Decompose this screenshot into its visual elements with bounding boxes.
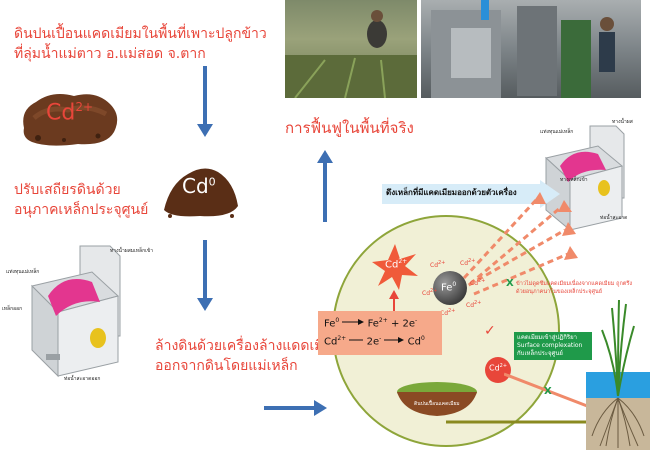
cd-small-3-sup: 2+ — [478, 278, 486, 284]
rxn1-fe2: Fe — [367, 318, 379, 330]
surface-complexation-box: แคดเมียมเข้าสู่ปฏิกิริยา Surface complex… — [514, 332, 592, 360]
step1-line2: ที่ลุ่มน้ำแม่ตาว อ.แม่สอด จ.ตาก — [14, 46, 206, 62]
step2-title: ปรับเสถียรดินด้วย อนุภาคเหล็กประจุศูนย์ — [14, 180, 148, 220]
step2-line2: อนุภาคเหล็กประจุศูนย์ — [14, 202, 149, 218]
reaction-box: Fe0 Fe2+ + 2e- Cd2+ 2e- Cd0 — [318, 311, 442, 355]
rxn2-arrow — [384, 336, 405, 347]
arrow-down-1 — [197, 66, 213, 137]
cd-small-6-text: Cd — [466, 302, 474, 309]
cd-small-1: Cd2+ — [430, 260, 445, 269]
cd-zero-label: Cd0 — [182, 174, 216, 198]
reaction-1: Fe0 Fe2+ + 2e- — [324, 317, 417, 329]
capture-label: ดึงเหล็กที่มีแคดเมียมออกด้วยตัวเครื่อง — [386, 188, 517, 197]
fe-sphere-text: Fe — [441, 282, 453, 294]
cd-ion-text: Cd — [46, 100, 76, 126]
step1-line1: ดินปนเปื้อนแคดเมียมในพื้นที่เพาะปลูกข้าว — [14, 26, 267, 42]
rxn2-plus-arrow — [349, 336, 364, 347]
step3-line2: ออกจากดินโดยแม่เหล็ก — [155, 358, 298, 374]
cd-bubble-label: Cd2+ — [489, 363, 507, 373]
cd-small-1-sup: 2+ — [438, 260, 446, 266]
cd-star-label: Cd2+ — [385, 258, 407, 270]
field-photo — [285, 0, 417, 98]
fe-sphere — [433, 271, 467, 305]
cd-bubble — [485, 357, 511, 383]
cd-small-3-text: Cd — [470, 280, 478, 287]
rxn2-cd2-sup: 2+ — [337, 335, 347, 342]
step3-line1: ล้างดินด้วยเครื่องล้างแดดเมียม — [155, 338, 341, 354]
machine-left-inlet-label: ทางน้ำผสมเหล็กเข้า — [110, 248, 154, 254]
cd-small-3: Cd2+ — [470, 278, 485, 287]
machine-right-top-label: ทางน้ำผส — [612, 119, 633, 125]
machine-right-out-label: ท่อน้ำสะอาด — [600, 215, 628, 221]
arrow-up — [317, 150, 333, 222]
reaction-2: Cd2+ 2e- Cd0 — [324, 335, 425, 347]
cd-zero-text: Cd — [182, 174, 209, 198]
x-note: ข้าวไม่ดูดซึมแคดเมียมเนื่องจากแคดเมียม ถ… — [516, 281, 633, 295]
cd-bubble-sup: 2+ — [499, 363, 508, 369]
rxn2-e-sup: - — [379, 335, 382, 342]
cd-small-5-text: Cd — [440, 310, 448, 317]
cd-small-5-sup: 2+ — [448, 308, 456, 314]
cd-star-sup: 2+ — [398, 258, 408, 265]
step1-title: ดินปนเปื้อนแคดเมียมในพื้นที่เพาะปลูกข้าว… — [14, 24, 267, 64]
rice-plant — [586, 299, 650, 450]
rxn1-e: + 2e — [390, 318, 416, 330]
cd-zero-sup: 0 — [208, 175, 216, 189]
cd-small-1-text: Cd — [430, 262, 438, 269]
cd-small-4: Cd2+ — [422, 288, 437, 297]
rxn2-cd2: Cd — [324, 336, 338, 348]
step2-line1: ปรับเสถียรดินด้วย — [14, 182, 121, 198]
magnetic-washer-machine-left — [2, 226, 152, 396]
dashed-arrows — [459, 192, 578, 296]
machine-left-out-label: เหล็กออก — [2, 306, 23, 312]
cd-small-2-text: Cd — [460, 260, 468, 267]
machine-photo — [421, 0, 641, 98]
cd-small-6-sup: 2+ — [474, 300, 482, 306]
treated-soil-illustration — [160, 158, 242, 220]
cd-ion-label: Cd2+ — [46, 100, 93, 125]
fe-sphere-label: Fe0 — [441, 281, 456, 293]
cd-small-4-sup: 2+ — [430, 288, 438, 294]
capture-arrow — [382, 180, 560, 208]
rxn1-arrow — [342, 318, 365, 329]
soil-chunk — [397, 382, 477, 416]
cd-small-4-text: Cd — [422, 290, 430, 297]
fe-sphere-sup: 0 — [452, 281, 457, 288]
cd-small-6: Cd2+ — [466, 300, 481, 309]
rxn2-cd0: Cd — [407, 336, 421, 348]
rxn1-fe0: Fe — [324, 318, 336, 330]
restore-title: การฟื้นฟูในพื้นที่จริง — [285, 119, 414, 137]
rxn2-e: 2e — [366, 336, 380, 348]
cd-ion-charge: 2+ — [75, 100, 94, 114]
cd-small-2: Cd2+ — [460, 258, 475, 267]
rxn2-cd0-sup: 0 — [420, 335, 425, 342]
machine-left-magnet-label: แท่งทุนแม่เหล็ก — [6, 269, 40, 275]
rxn1-e-sup: - — [415, 317, 418, 324]
x-mark-bottom: X — [544, 386, 552, 397]
soil-chunk-label: ดินปนเปื้อนแคดเมียม — [414, 401, 460, 407]
check-mark: ✓ — [484, 323, 496, 339]
cd-small-5: Cd2+ — [440, 308, 455, 317]
cd-star — [372, 244, 418, 290]
rxn1-fe0-sup: 0 — [335, 317, 340, 324]
cd-bubble-text: Cd — [489, 363, 500, 373]
contaminated-soil-illustration — [18, 88, 123, 148]
machine-right-magnet-label: แท่งทุนแม่เหล็ก — [540, 129, 574, 135]
arrow-down-2 — [197, 240, 213, 311]
cd-small-2-sup: 2+ — [468, 258, 476, 264]
green-line2: Surface complexation — [517, 342, 583, 349]
arrow-right-bottom — [264, 400, 327, 416]
cd-star-text: Cd — [385, 259, 399, 271]
green-line1: แคดเมียมเข้าสู่ปฏิกิริยา — [517, 334, 578, 341]
rxn1-fe2-sup: 2+ — [378, 317, 388, 324]
machine-left-bottom-label: ท่อน้ำสะอาดออก — [64, 376, 101, 382]
green-line3: กับเหล็กประจุศูนย์ — [517, 350, 563, 357]
x-mark-top: X — [506, 278, 514, 289]
step3-title: ล้างดินด้วยเครื่องล้างแดดเมียม ออกจากดิน… — [155, 336, 341, 376]
machine-right-in-label: ทางเหล็กเข้า — [560, 177, 588, 183]
connector-line — [446, 420, 606, 424]
